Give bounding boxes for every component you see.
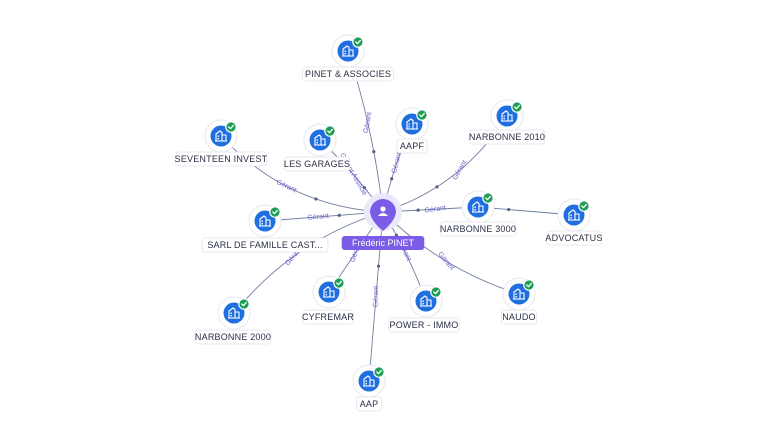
- building-icon: [501, 110, 513, 122]
- company-node-pinet-associes[interactable]: PINET & ASSOCIES: [302, 34, 394, 82]
- verified-check-icon: [482, 192, 494, 204]
- company-name: CYFREMAR: [302, 312, 354, 322]
- company-name: NARBONNE 2000: [195, 332, 271, 342]
- company-node-advocatus[interactable]: ADVOCATUS: [545, 198, 603, 246]
- verified-check-icon: [324, 125, 336, 137]
- building-icon: [513, 288, 525, 300]
- edge-line: [368, 211, 384, 382]
- company-node-aap[interactable]: AAP: [352, 364, 386, 412]
- company-name: LES GARAGES: [284, 159, 350, 169]
- node-label-bg: [500, 309, 537, 325]
- node-label-bg: [302, 66, 394, 82]
- edge-relation-label: Gérant: [275, 179, 297, 194]
- edge-aap: Gérant: [368, 211, 384, 382]
- building-icon: [420, 295, 432, 307]
- building-icon: [568, 209, 580, 221]
- building-icon: [314, 134, 326, 146]
- person-icon: [378, 206, 388, 216]
- edge-relation-label: Gérant: [307, 213, 329, 222]
- edge-arrow: [372, 150, 376, 154]
- building-icon: [228, 307, 240, 319]
- verified-check-icon: [373, 366, 385, 378]
- edge-relation-label: Gérant: [424, 205, 446, 215]
- company-name: ADVOCATUS: [545, 233, 602, 243]
- node-label-bg: [468, 129, 546, 145]
- verified-check-icon: [269, 206, 281, 218]
- edge-relation-label: Gérant: [391, 152, 403, 175]
- company-node-aapf[interactable]: AAPF: [395, 107, 429, 154]
- company-node-sarl-famille[interactable]: SARL DE FAMILLE CAST...: [201, 204, 329, 253]
- node-label-bg: [388, 317, 460, 333]
- edge-line: [220, 135, 384, 213]
- verified-check-icon: [238, 298, 250, 310]
- node-label-bg: [194, 329, 272, 345]
- edge-arrow: [337, 213, 341, 217]
- edge-relation-label: Gérant: [363, 111, 374, 133]
- verified-check-icon: [225, 121, 237, 133]
- company-node-narbonne-2000[interactable]: NARBONNE 2000: [194, 296, 272, 345]
- verified-check-icon: [352, 36, 364, 48]
- company-node-naudo[interactable]: NAUDO: [500, 277, 537, 325]
- edge-seventeen-invest: Gérant: [220, 135, 384, 213]
- node-label-bg: [356, 396, 382, 412]
- verified-check-icon: [578, 200, 590, 212]
- company-node-cyfremar[interactable]: CYFREMAR: [302, 275, 354, 325]
- company-node-seventeen-invest[interactable]: SEVENTEEN INVEST: [175, 119, 268, 167]
- company-name: NAUDO: [502, 312, 536, 322]
- edge-relation-label: Gérant: [436, 251, 455, 272]
- company-node-les-garages[interactable]: LES GARAGES: [283, 123, 351, 172]
- verified-check-icon: [511, 101, 523, 113]
- company-name: NARBONNE 2010: [469, 132, 545, 142]
- company-node-narbonne-3000[interactable]: NARBONNE 3000: [439, 190, 517, 237]
- company-name: NARBONNE 3000: [440, 224, 516, 234]
- nodes: PINET & ASSOCIES AAPF NARBONNE 2010SEVENTE…: [175, 34, 603, 412]
- edge-arrow: [390, 177, 394, 181]
- edge-arrow: [314, 197, 318, 201]
- center-person-node[interactable]: Frédéric PINET: [341, 193, 425, 250]
- building-icon: [342, 45, 354, 57]
- center-label-bg: [341, 236, 425, 250]
- edge-arrow: [435, 185, 439, 189]
- company-name: PINET & ASSOCIES: [305, 69, 391, 79]
- company-node-power-immo[interactable]: POWER - IMMO: [388, 284, 460, 333]
- company-name: POWER - IMMO: [390, 320, 459, 330]
- node-label-bg: [545, 230, 603, 246]
- building-icon: [259, 215, 271, 227]
- edge-arrow: [416, 208, 420, 212]
- edge-relation-label: Gérant: [372, 286, 380, 308]
- person-name: Frédéric PINET: [352, 238, 415, 248]
- verified-check-icon: [430, 286, 442, 298]
- company-name: AAP: [360, 399, 379, 409]
- node-label-bg: [396, 138, 428, 154]
- building-icon: [215, 130, 227, 142]
- verified-check-icon: [333, 277, 345, 289]
- building-icon: [323, 286, 335, 298]
- node-label-bg: [283, 156, 351, 172]
- verified-check-icon: [523, 279, 535, 291]
- edge-arrow: [376, 264, 381, 268]
- node-label-bg: [201, 237, 329, 253]
- node-label-bg: [302, 309, 354, 325]
- company-name: SEVENTEEN INVEST: [175, 154, 268, 164]
- edge-arrow: [394, 233, 398, 237]
- node-label-bg: [175, 151, 267, 167]
- building-icon: [472, 201, 484, 213]
- edge-arrow: [362, 185, 367, 190]
- node-label-bg: [439, 221, 517, 237]
- company-node-narbonne-2010[interactable]: NARBONNE 2010: [468, 99, 546, 145]
- edge-relation-label: Gérant: [452, 159, 469, 181]
- building-icon: [363, 375, 375, 387]
- edge-arrow: [507, 207, 511, 212]
- verified-check-icon: [416, 109, 428, 121]
- company-name: SARL DE FAMILLE CAST...: [207, 240, 322, 250]
- building-icon: [406, 118, 418, 130]
- company-name: AAPF: [400, 141, 425, 151]
